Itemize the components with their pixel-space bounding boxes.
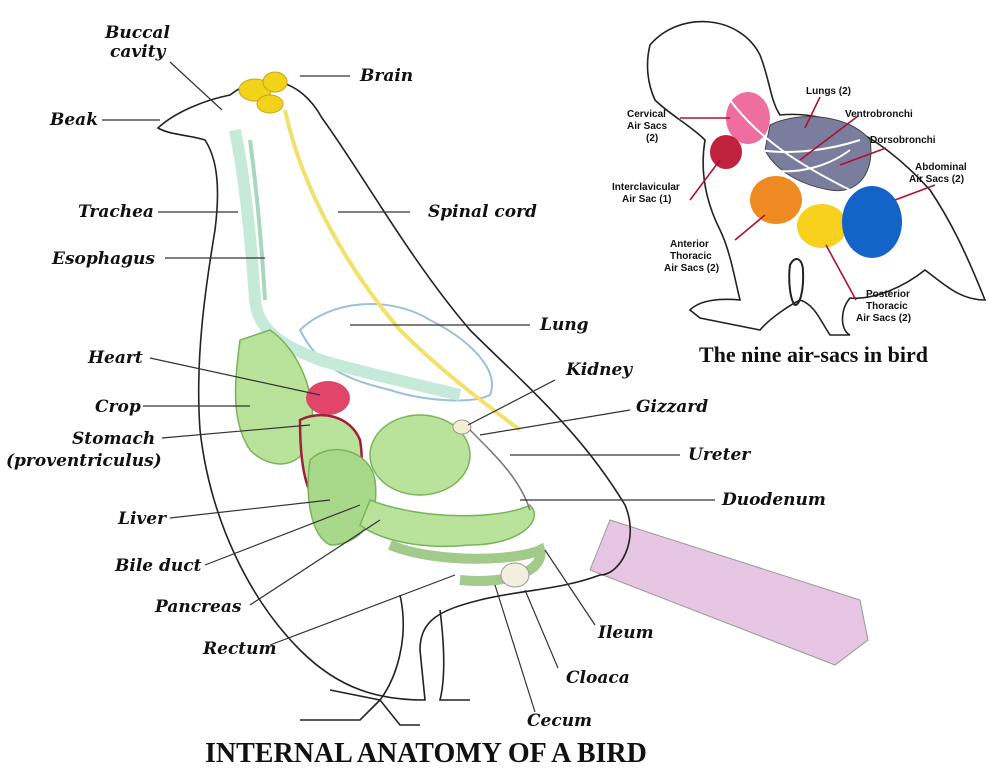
label-buccal-cavity-line2: cavity	[110, 42, 167, 62]
label-kidney: Kidney	[565, 360, 633, 380]
label-cecum: Cecum	[527, 711, 592, 731]
organs	[235, 72, 540, 587]
kidney-shape	[453, 420, 471, 434]
inset-caption: The nine air-sacs in bird	[699, 342, 928, 367]
label-brain: Brain	[359, 66, 413, 86]
inset-label-abdominal-1: Abdominal	[915, 162, 967, 173]
sac-posterior-thoracic	[797, 204, 847, 248]
label-spinal-cord: Spinal cord	[428, 202, 537, 222]
label-buccal-cavity-line1: Buccal	[104, 23, 170, 43]
liver-shape	[308, 450, 376, 545]
label-crop: Crop	[95, 397, 141, 417]
label-proventriculus: (proventriculus)	[6, 451, 162, 471]
inset-label-interclavicular-2: Air Sac (1)	[622, 194, 671, 205]
cecum-shape	[501, 563, 529, 587]
label-cloaca: Cloaca	[566, 668, 630, 688]
inset-label-cervical-2: Air Sacs	[627, 121, 667, 132]
inset-label-abdominal-2: Air Sacs (2)	[909, 174, 964, 185]
label-trachea: Trachea	[78, 202, 154, 222]
label-bile-duct: Bile duct	[114, 556, 202, 576]
tail-feathers	[590, 520, 868, 665]
label-lung: Lung	[539, 315, 589, 335]
ureter-line	[470, 430, 530, 510]
leg-outline	[300, 595, 420, 725]
label-duodenum: Duodenum	[721, 490, 826, 510]
inset-label-anterior-1: Anterior	[670, 239, 709, 250]
sac-abdominal	[842, 186, 902, 258]
heart-shape	[306, 381, 350, 415]
label-ureter: Ureter	[688, 445, 751, 465]
inset-eye-feature	[789, 259, 803, 305]
sac-anterior-thoracic	[750, 176, 802, 224]
inset-label-cervical-3: (2)	[646, 133, 658, 144]
intestine-shape	[360, 500, 534, 546]
label-heart: Heart	[87, 348, 143, 368]
inset-label-posterior-3: Air Sacs (2)	[856, 313, 911, 324]
inset-label-dorsobronchi: Dorsobronchi	[870, 135, 936, 146]
label-liver: Liver	[117, 509, 167, 529]
brain-shape	[239, 72, 287, 113]
inset-label-cervical-1: Cervical	[627, 109, 666, 120]
inset-label-anterior-2: Thoracic	[670, 251, 712, 262]
inset-label-posterior-1: Posterior	[866, 289, 910, 300]
inset-label-ventrobronchi: Ventrobronchi	[845, 109, 913, 120]
label-beak: Beak	[49, 110, 98, 130]
inset-label-interclavicular-1: Interclavicular	[612, 182, 680, 193]
air-sacs-inset: Cervical Air Sacs (2) Lungs (2) Ventrobr…	[612, 22, 985, 367]
label-rectum: Rectum	[202, 639, 277, 659]
inset-label-anterior-3: Air Sacs (2)	[664, 263, 719, 274]
inset-label-lungs: Lungs (2)	[806, 86, 851, 97]
foot-outline	[440, 610, 470, 700]
label-gizzard: Gizzard	[636, 397, 708, 417]
label-stomach: Stomach	[72, 429, 155, 449]
sac-interclavicular	[710, 135, 742, 169]
label-pancreas: Pancreas	[154, 597, 242, 617]
page-title: INTERNAL ANATOMY OF A BIRD	[205, 738, 647, 769]
inset-label-posterior-2: Thoracic	[866, 301, 908, 312]
label-esophagus: Esophagus	[51, 249, 155, 269]
label-ileum: Ileum	[597, 623, 654, 643]
